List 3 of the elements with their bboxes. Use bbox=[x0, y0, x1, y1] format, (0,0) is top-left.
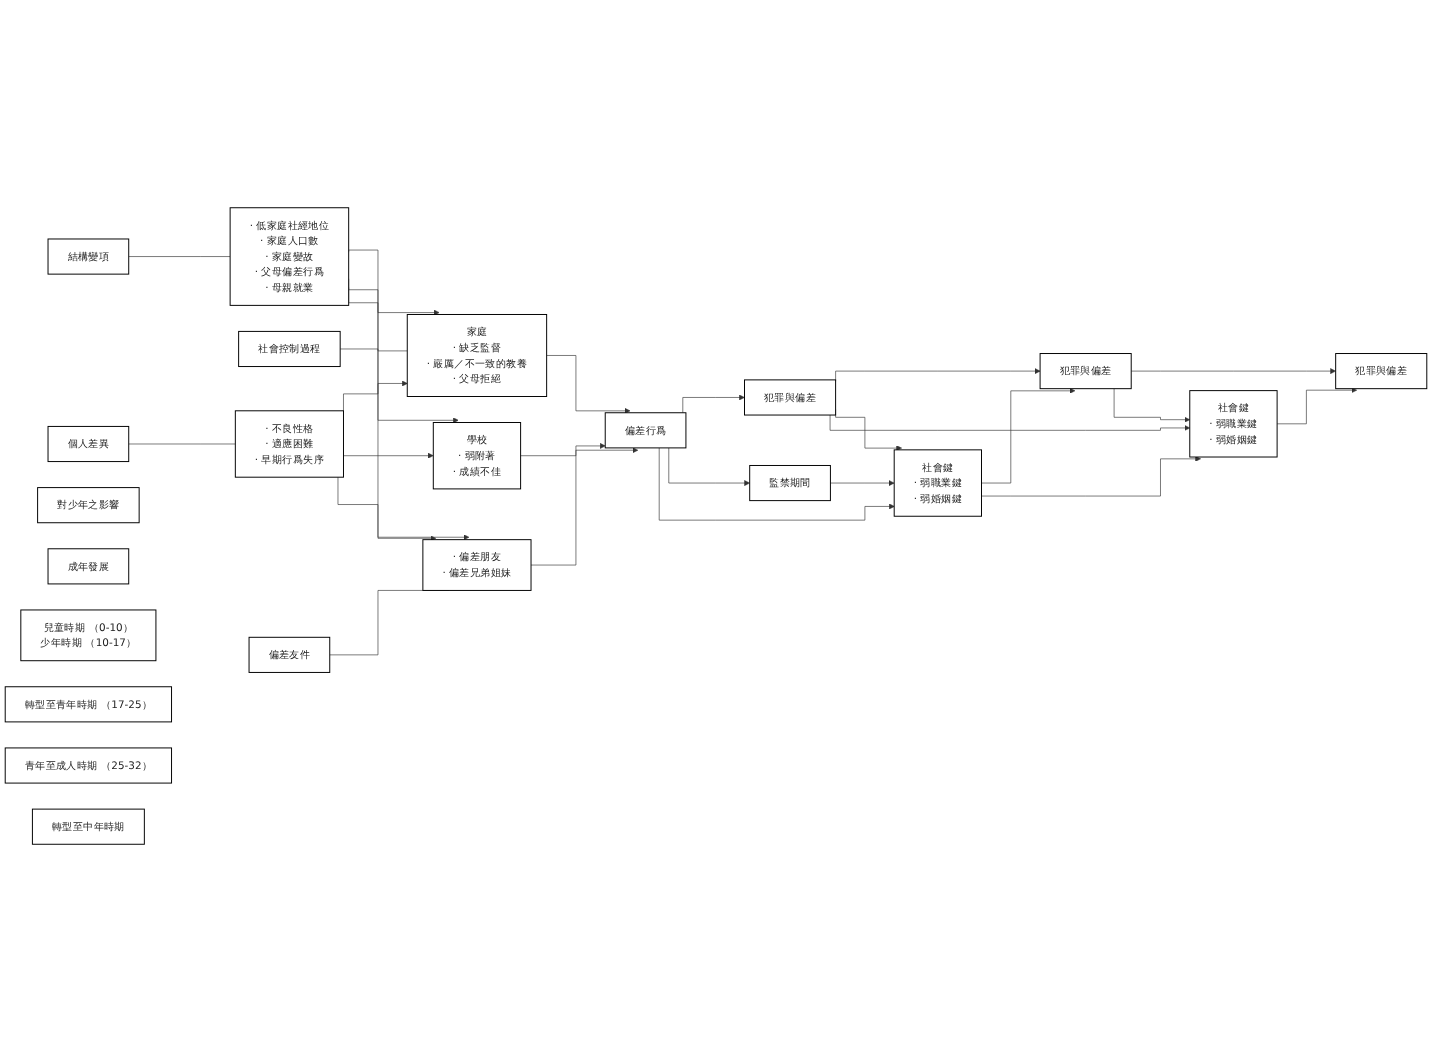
connector bbox=[339, 348, 408, 352]
connector bbox=[128, 443, 236, 445]
connector bbox=[128, 256, 231, 257]
